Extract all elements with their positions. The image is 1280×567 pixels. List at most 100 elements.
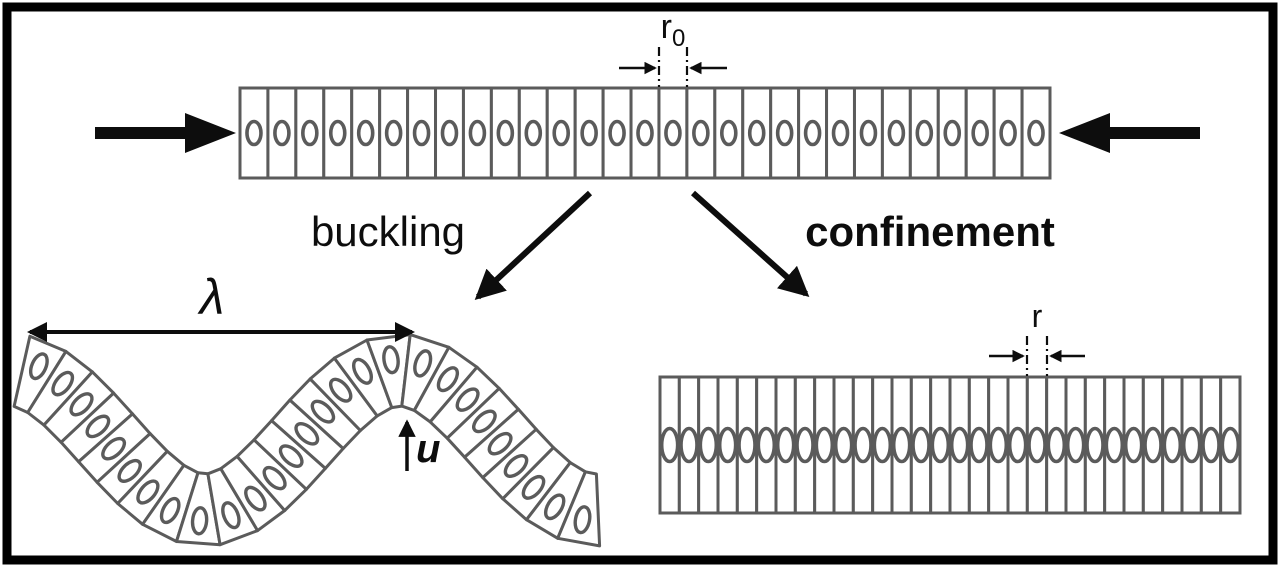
cell-nucleus [552, 119, 571, 147]
cell [461, 86, 493, 180]
cell-nucleus [436, 366, 460, 393]
cell-nucleus [496, 119, 515, 147]
cell-nucleus [814, 426, 835, 464]
cell-nucleus [245, 119, 263, 147]
cell-nucleus [521, 474, 546, 500]
confined-spacing-annotation: r [989, 298, 1085, 376]
cell-nucleus [1027, 119, 1045, 147]
cell-nucleus [887, 119, 906, 147]
cell-nucleus [891, 426, 912, 464]
cell-nucleus [117, 458, 142, 483]
cell [489, 86, 521, 180]
cell [238, 86, 270, 180]
cell-nucleus [85, 414, 111, 439]
cell-nucleus [382, 345, 400, 375]
cell-nucleus [328, 119, 347, 147]
cell [1020, 86, 1052, 180]
cell-nucleus [1162, 426, 1183, 464]
cell [713, 86, 745, 180]
cell-nucleus [524, 119, 543, 147]
cell-nucleus [503, 454, 529, 478]
cell-nucleus [487, 431, 513, 456]
cell-nucleus [1201, 426, 1221, 464]
cell-nucleus [244, 485, 267, 512]
cell [266, 86, 298, 180]
cell-nucleus [915, 119, 934, 147]
cell-nucleus [1007, 426, 1028, 464]
cell [657, 86, 689, 180]
cell-nucleus [1181, 426, 1202, 464]
cell-nucleus [472, 409, 497, 434]
cell-nucleus [664, 119, 682, 147]
initial-cell-strip [238, 86, 1052, 180]
cell-nucleus [310, 399, 336, 424]
cell [322, 86, 354, 180]
cell-nucleus [692, 119, 710, 147]
cell-nucleus [949, 426, 970, 464]
u-label: u [416, 427, 440, 471]
cell-nucleus [1104, 426, 1125, 464]
cell-nucleus [679, 426, 699, 464]
cell-nucleus [911, 426, 931, 464]
cell-nucleus [101, 436, 127, 461]
cell-nucleus [719, 119, 738, 147]
confinement-branch-arrow-icon [691, 190, 810, 297]
cell-nucleus [698, 426, 719, 464]
cell-nucleus [440, 119, 459, 147]
cell-nucleus [455, 387, 480, 412]
cell [406, 86, 438, 180]
cell [350, 86, 382, 180]
cell-nucleus [636, 119, 654, 147]
cell-nucleus [943, 119, 962, 147]
cell [378, 86, 410, 180]
cell-nucleus [413, 349, 433, 378]
r-label: r [1032, 298, 1043, 334]
cell [880, 86, 912, 180]
cell-nucleus [356, 119, 375, 147]
cell [992, 86, 1024, 180]
cell-nucleus [930, 426, 951, 464]
cell-nucleus [737, 426, 757, 464]
cell-nucleus [69, 392, 94, 417]
cell-nucleus [717, 426, 738, 464]
cell-nucleus [351, 357, 374, 385]
cell-nucleus [775, 119, 794, 147]
cell-nucleus [273, 119, 291, 147]
cell-nucleus [384, 119, 403, 147]
right-compression-arrow-icon [1059, 113, 1200, 153]
wavelength-annotation: λ [27, 269, 415, 342]
cell-nucleus [301, 119, 319, 147]
r0-label: r0 [661, 8, 686, 52]
cell-nucleus [1220, 426, 1241, 464]
cell [545, 86, 577, 180]
cell-nucleus [28, 352, 49, 381]
cell [936, 86, 968, 180]
cell [517, 86, 549, 180]
cell-nucleus [573, 505, 592, 535]
cell-nucleus [999, 119, 1017, 147]
cell-nucleus [51, 370, 75, 397]
cell-nucleus [1046, 426, 1067, 464]
cell-nucleus [872, 426, 893, 464]
cell [294, 86, 326, 180]
cell-nucleus [412, 119, 431, 147]
amplitude-annotation: u [398, 419, 440, 471]
cell-nucleus [859, 119, 878, 147]
cell [434, 86, 465, 180]
cell-nucleus [795, 426, 815, 464]
cell [601, 86, 633, 180]
cell-nucleus [971, 119, 989, 147]
cell-nucleus [969, 426, 989, 464]
lambda-label: λ [197, 269, 225, 325]
cell [769, 86, 801, 180]
cell-nucleus [803, 119, 822, 147]
r0-label-main: r [661, 8, 672, 46]
confined-cell-strip [658, 375, 1242, 515]
cell-nucleus [1027, 426, 1047, 464]
cell [852, 86, 884, 180]
cell [685, 86, 717, 180]
cell-nucleus [294, 421, 320, 446]
